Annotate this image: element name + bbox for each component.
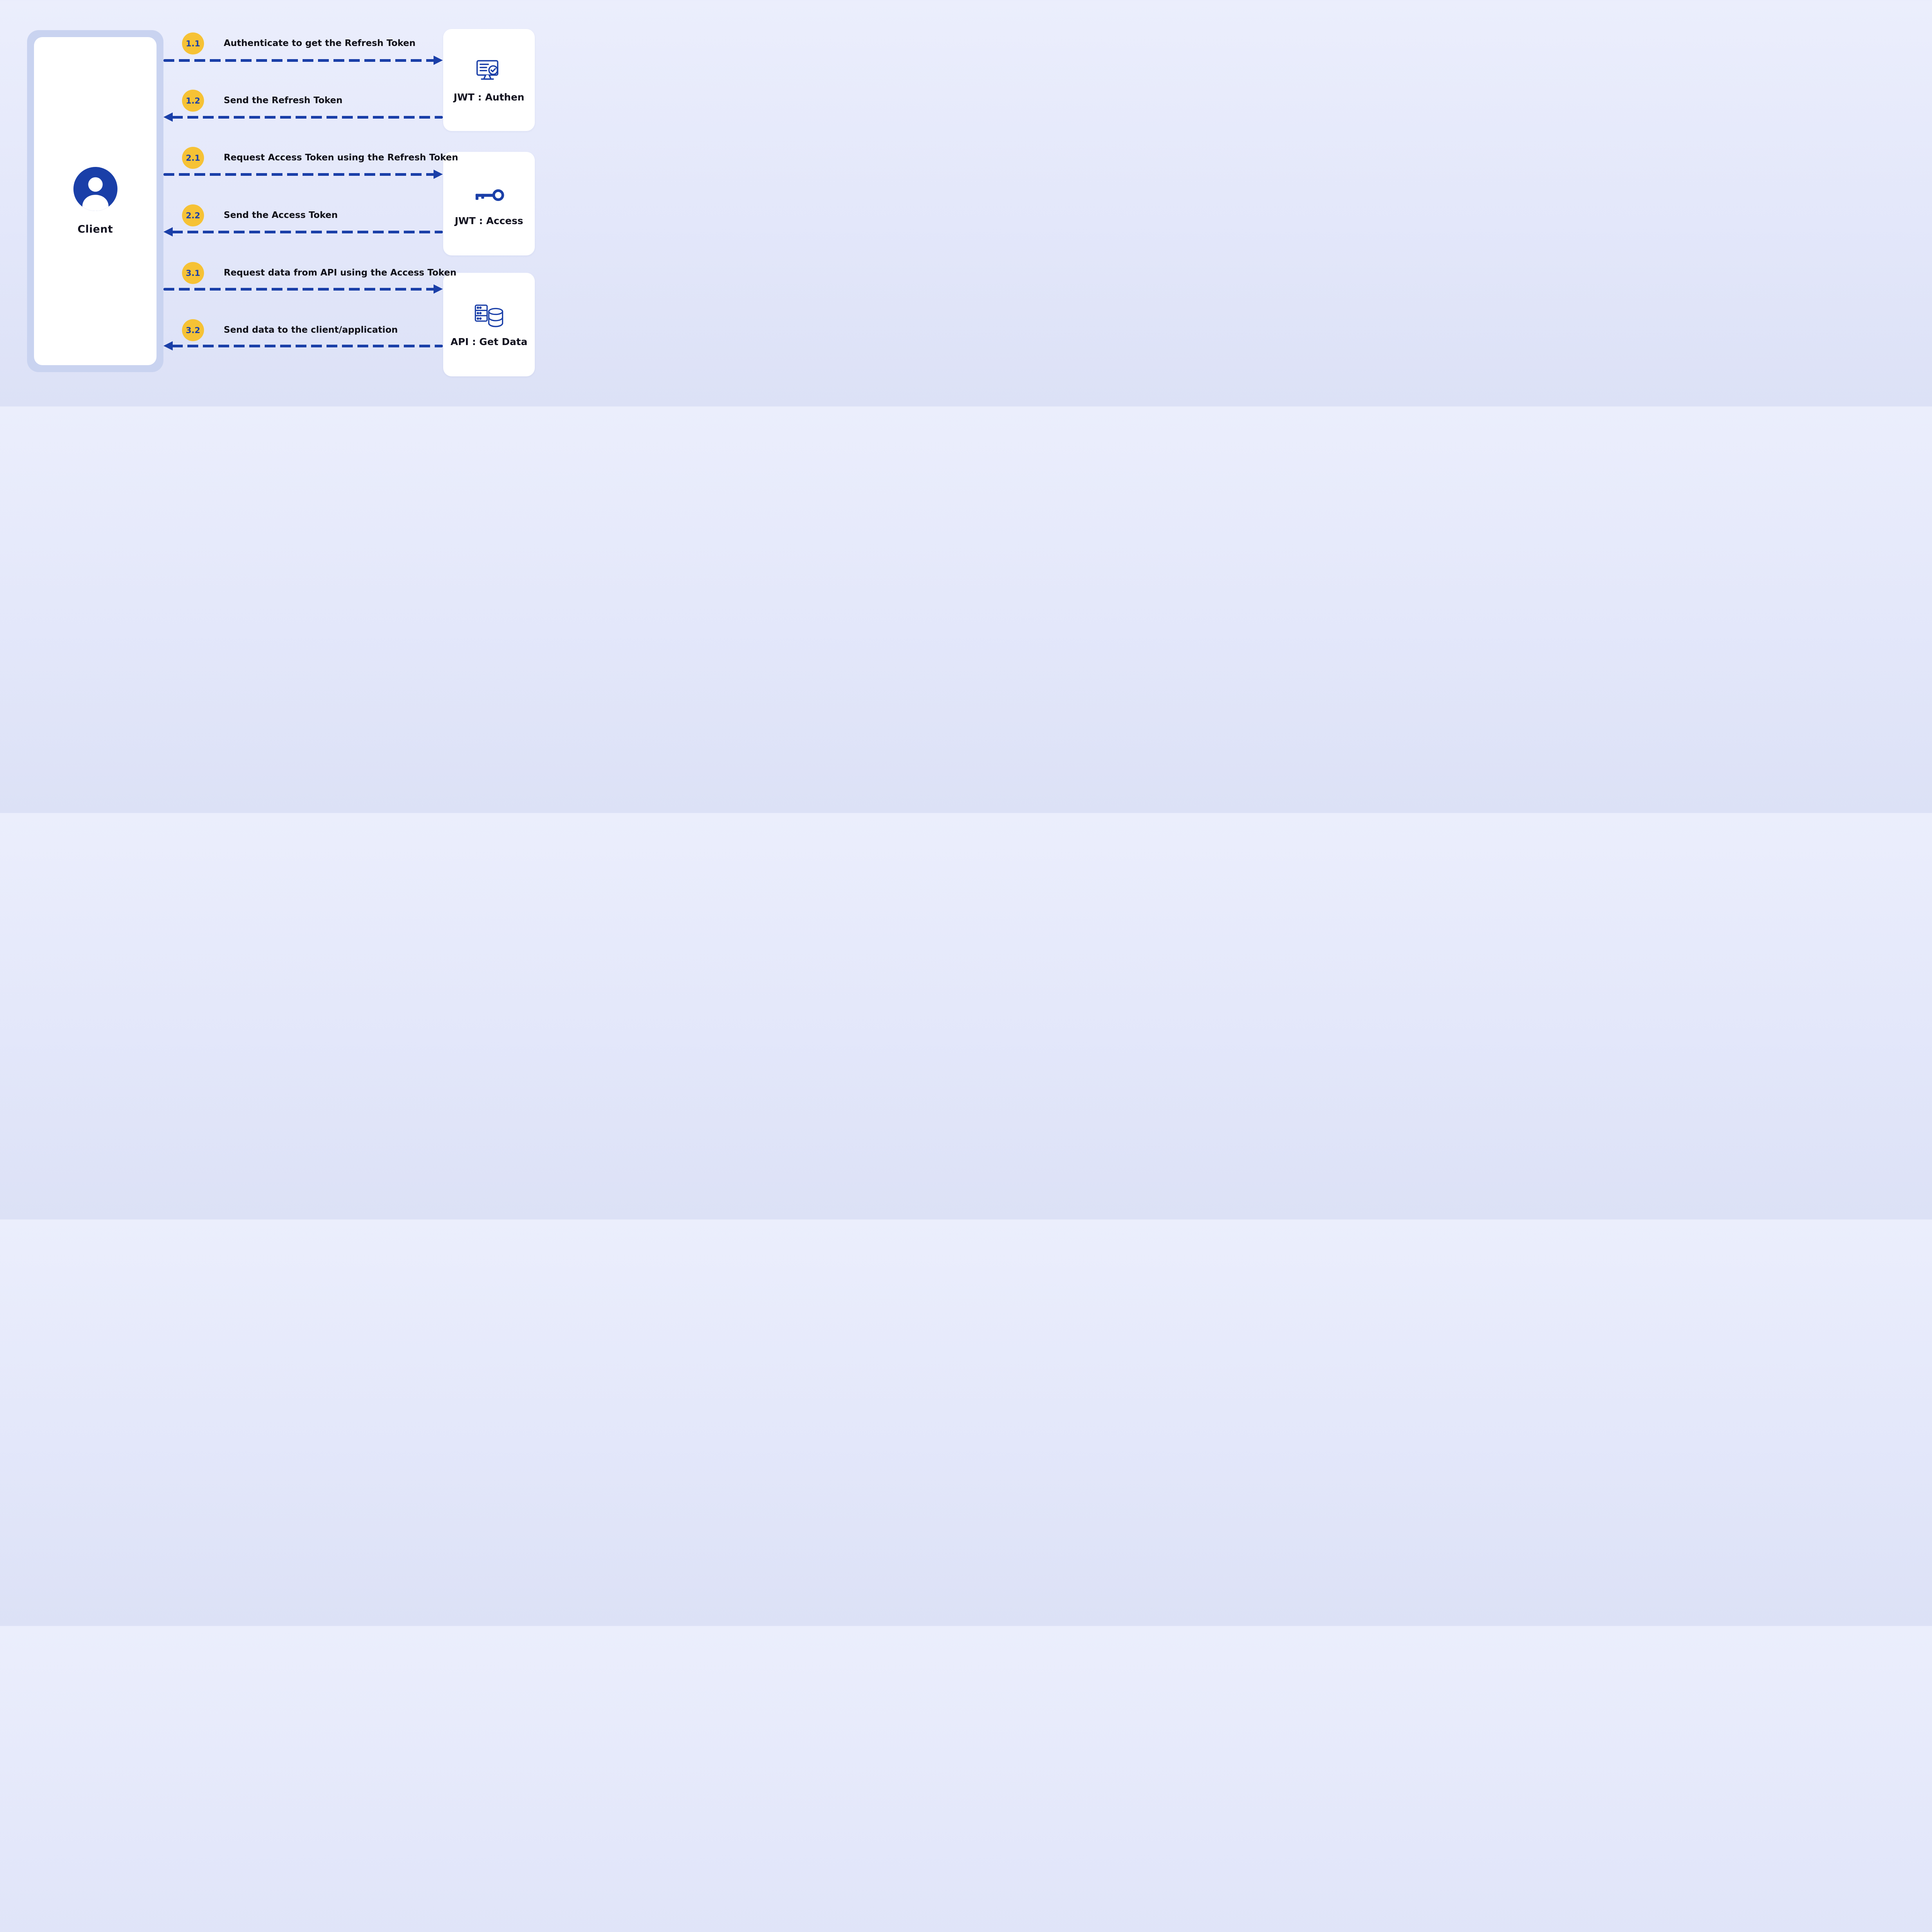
step-badge: 1.2 — [182, 90, 204, 112]
step-label: Send data to the client/application — [224, 325, 398, 335]
step-number: 3.2 — [185, 325, 201, 335]
dashed-line — [163, 173, 434, 176]
arrow-left-icon — [163, 112, 443, 122]
service-card-api-get-data: API : Get Data — [443, 273, 535, 376]
arrow-head — [434, 284, 443, 294]
arrow-right-icon — [163, 169, 443, 179]
step-badge: 2.1 — [182, 147, 204, 169]
arrow-head — [434, 170, 443, 179]
person-icon — [73, 167, 117, 211]
step-label: Send the Refresh Token — [224, 95, 343, 105]
step-number: 2.1 — [185, 153, 201, 163]
service-label: JWT : Authen — [454, 91, 524, 103]
arrow-left-icon — [163, 227, 443, 237]
service-card-jwt-access: JWT : Access — [443, 152, 535, 255]
monitor-check-icon — [473, 58, 505, 85]
step-label: Request data from API using the Access T… — [224, 268, 457, 278]
client-card: Client — [34, 37, 156, 365]
client-panel: Client — [27, 30, 163, 372]
dashed-line — [172, 116, 443, 119]
service-label: API : Get Data — [451, 336, 527, 347]
dashed-line — [163, 287, 434, 291]
arrow-head — [163, 341, 173, 350]
step-badge: 2.2 — [182, 204, 204, 226]
step-label: Authenticate to get the Refresh Token — [224, 38, 416, 48]
step-badge: 1.1 — [182, 32, 204, 54]
step-badge: 3.2 — [182, 319, 204, 341]
step-number: 1.1 — [185, 39, 201, 48]
database-server-icon — [473, 302, 505, 330]
arrow-right-icon — [163, 55, 443, 65]
arrow-left-icon — [163, 341, 443, 351]
step-badge: 3.1 — [182, 262, 204, 284]
dashed-line — [172, 230, 443, 233]
step-label: Request Access Token using the Refresh T… — [224, 153, 458, 163]
service-card-jwt-authen: JWT : Authen — [443, 29, 535, 131]
step-number: 3.1 — [185, 268, 201, 278]
arrow-right-icon — [163, 284, 443, 294]
arrow-head — [163, 112, 173, 122]
step-label: Send the Access Token — [224, 210, 338, 220]
service-label: JWT : Access — [454, 215, 524, 226]
client-label: Client — [77, 223, 113, 235]
arrow-head — [434, 56, 443, 65]
step-number: 1.2 — [185, 96, 201, 105]
arrow-head — [163, 227, 173, 236]
dashed-line — [172, 344, 443, 347]
jwt-flow-diagram: Client JWT : Authen — [0, 0, 556, 406]
key-icon — [473, 181, 505, 209]
dashed-line — [163, 59, 434, 62]
step-number: 2.2 — [185, 211, 201, 220]
